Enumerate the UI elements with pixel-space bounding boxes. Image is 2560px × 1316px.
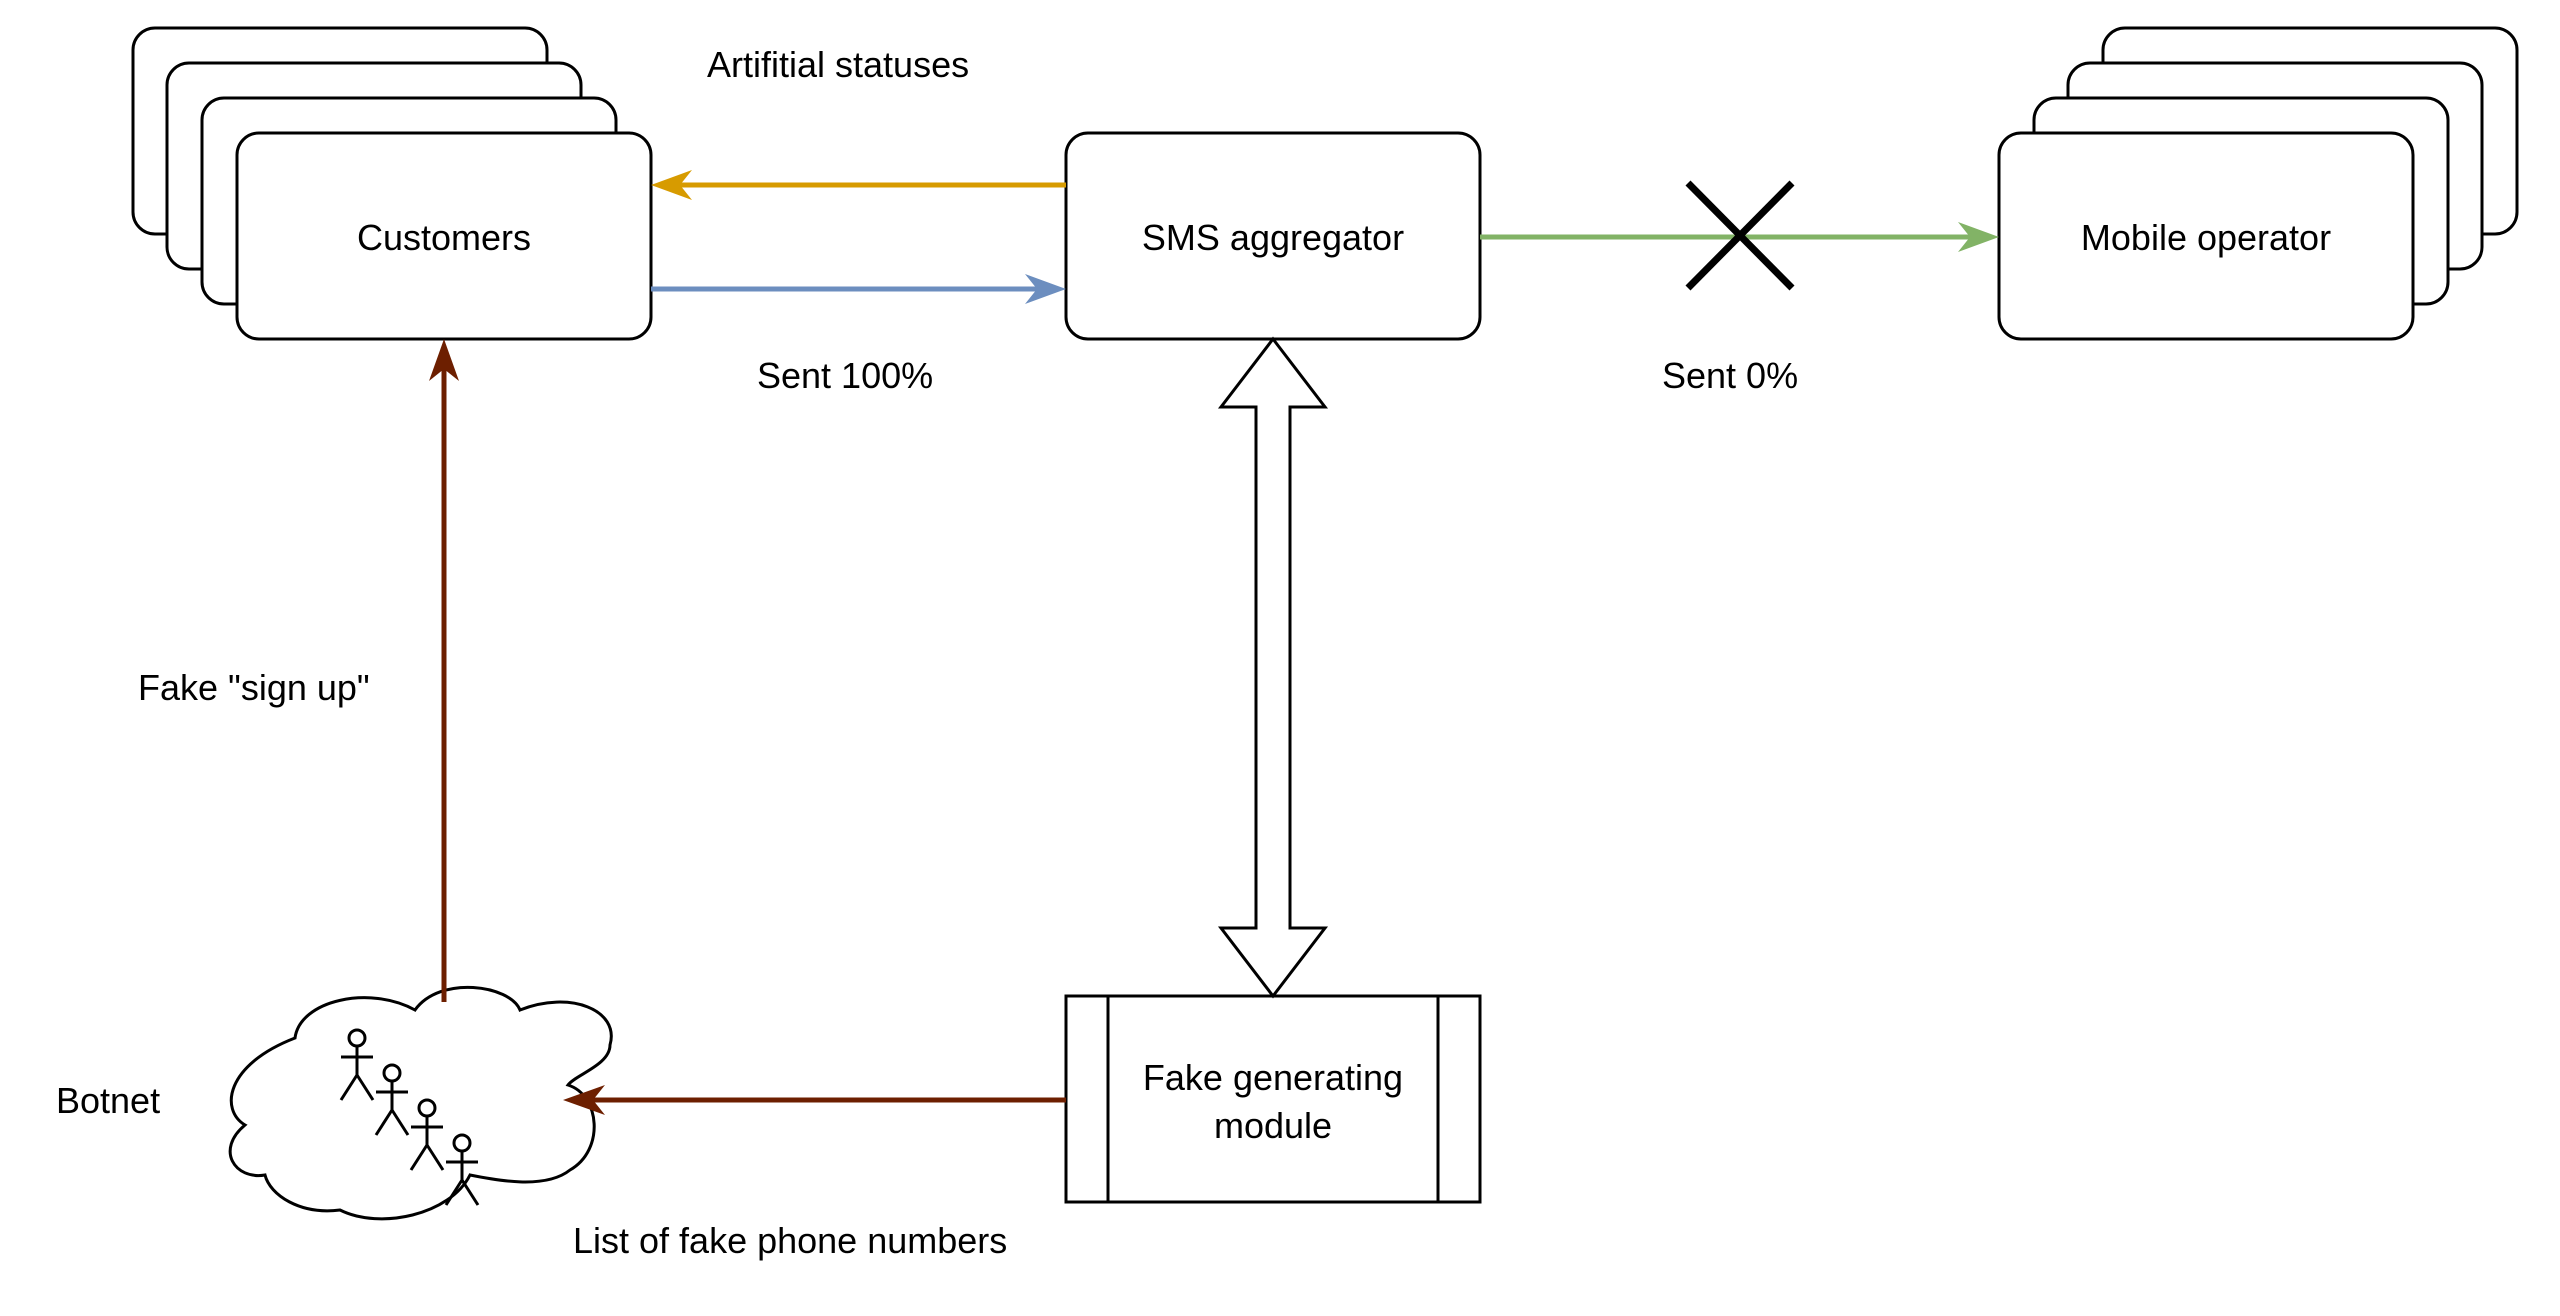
artificial-statuses-label: Artifitial statuses [707, 44, 969, 85]
fake-numbers-arrowhead [563, 1085, 605, 1115]
sent-100-arrow[interactable] [651, 274, 1066, 304]
sent-100-label: Sent 100% [757, 355, 933, 396]
fake-sign-up-arrow[interactable] [429, 339, 459, 1002]
sms-aggregator-node[interactable]: SMS aggregator [1064, 131, 1482, 341]
sent-100-arrowhead [1025, 274, 1066, 304]
mobile-operator-box [1997, 131, 2415, 341]
artificial-statuses-arrowhead [651, 170, 692, 200]
bidirectional-hollow-arrow[interactable] [1217, 336, 1329, 999]
artificial-statuses-arrow[interactable] [651, 170, 1066, 200]
fake-module-label-line1: Fake generating [1143, 1057, 1403, 1098]
blocked-x-icon [1685, 180, 1795, 291]
person-icon [409, 1098, 445, 1171]
person-icon [339, 1028, 375, 1101]
sms-aggregator-label: SMS aggregator [1142, 217, 1404, 258]
fake-module-label-line2: module [1214, 1105, 1332, 1146]
mobile-operator-stack[interactable]: Mobile operator [1997, 26, 2519, 341]
sent-0-arrow[interactable] [1480, 222, 1999, 252]
fake-module-box [1064, 994, 1482, 1204]
botnet-label: Botnet [56, 1080, 160, 1121]
fake-numbers-label: List of fake phone numbers [573, 1220, 1007, 1261]
sent-0-arrowhead [1958, 222, 1999, 252]
fake-generating-module-node[interactable]: Fake generating module [1064, 994, 1482, 1204]
botnet-cloud[interactable] [228, 986, 613, 1221]
fake-numbers-arrow[interactable] [563, 1085, 1066, 1115]
person-icon [444, 1133, 480, 1206]
fake-sign-up-label: Fake "sign up" [138, 667, 370, 708]
mobile-operator-label: Mobile operator [2081, 217, 2331, 258]
sent-0-label: Sent 0% [1662, 355, 1798, 396]
customers-stack[interactable]: Customers [131, 26, 653, 341]
person-icon [374, 1063, 410, 1136]
customers-label: Customers [357, 217, 531, 258]
fake-sign-up-arrowhead [429, 339, 459, 381]
